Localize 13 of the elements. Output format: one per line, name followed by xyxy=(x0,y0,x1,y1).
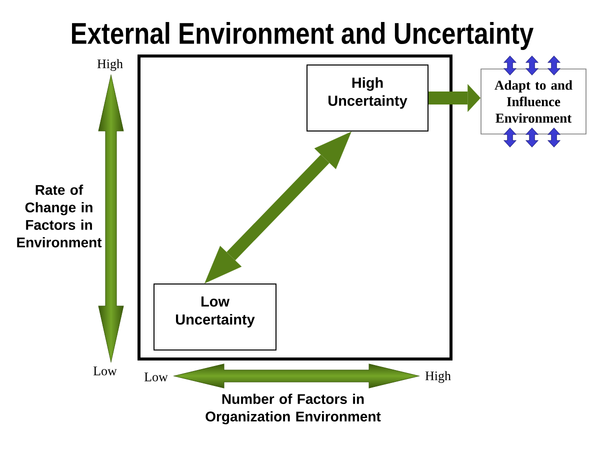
axis-end-label: Low xyxy=(93,366,117,376)
text-box: Adapt to and Influence Environment xyxy=(480,68,586,134)
double-arrow xyxy=(204,132,352,284)
text-box: High Uncertainty xyxy=(306,64,428,132)
title: External Environment and Uncertainty xyxy=(72,22,534,50)
block-arrow xyxy=(428,84,481,112)
frame-box xyxy=(138,54,452,360)
text-box: Low Uncertainty xyxy=(154,284,276,350)
axis-end-label: High xyxy=(97,59,123,71)
axis-title: Number of Factors in Organization Environment xyxy=(206,394,381,424)
axis-title: Rate of Change in Factors in Environment xyxy=(17,184,102,248)
axis-end-label: High xyxy=(425,371,451,383)
axis-end-label: Low xyxy=(144,372,168,382)
